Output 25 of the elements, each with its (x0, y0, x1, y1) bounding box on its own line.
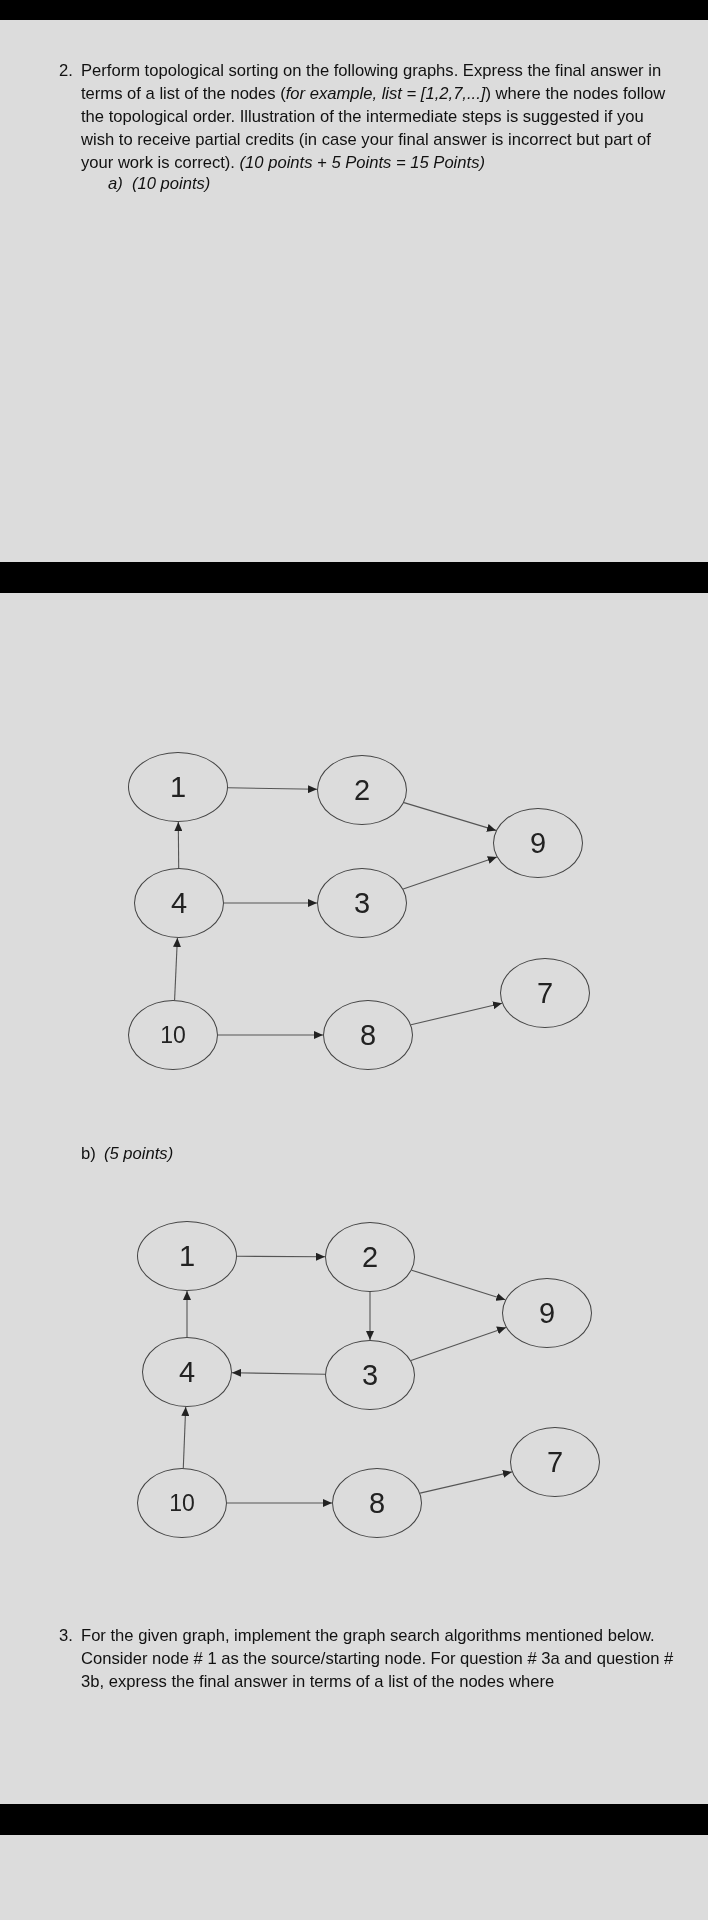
list-number: 2. (59, 60, 74, 82)
points-text: (10 points) (132, 173, 212, 195)
arrow (183, 1290, 191, 1338)
arrow (366, 1291, 374, 1341)
arrow (227, 785, 318, 794)
arrow (411, 1269, 506, 1301)
question-text: For the given graph, implement the graph search algorithms mentioned below. Consider node # 1 as the source/starting node. For question # 3a and question # 3b, express the final answer in terms of a list of the nodes where (81, 1625, 675, 1693)
points-text: (5 points) (104, 1143, 175, 1165)
question-text: Perform topological sorting on the following graphs. Express the final answer in terms of a list of the nodes (for example, list = [1,2,7,...]) where the nodes follow the topological order. Illustration of the intermediate steps is suggested if you wish to receive partial credits (in case your final answer is incorrect but part of your work is correct). (10 points + 5 Points = 15 Points) (81, 60, 667, 174)
arrow (217, 1031, 324, 1039)
arrow (174, 821, 183, 869)
arrow (223, 899, 318, 907)
arrow (410, 1326, 507, 1362)
arrow (419, 1470, 513, 1494)
arrow (403, 802, 497, 832)
arrow (173, 937, 181, 1001)
arrow (410, 1001, 503, 1026)
list-letter: a) (108, 173, 124, 195)
arrow (402, 856, 498, 890)
arrow (226, 1499, 333, 1507)
arrow (231, 1368, 326, 1377)
list-letter: b) (81, 1143, 97, 1165)
arrow (181, 1406, 190, 1469)
arrow (236, 1252, 326, 1261)
list-number: 3. (59, 1625, 74, 1647)
